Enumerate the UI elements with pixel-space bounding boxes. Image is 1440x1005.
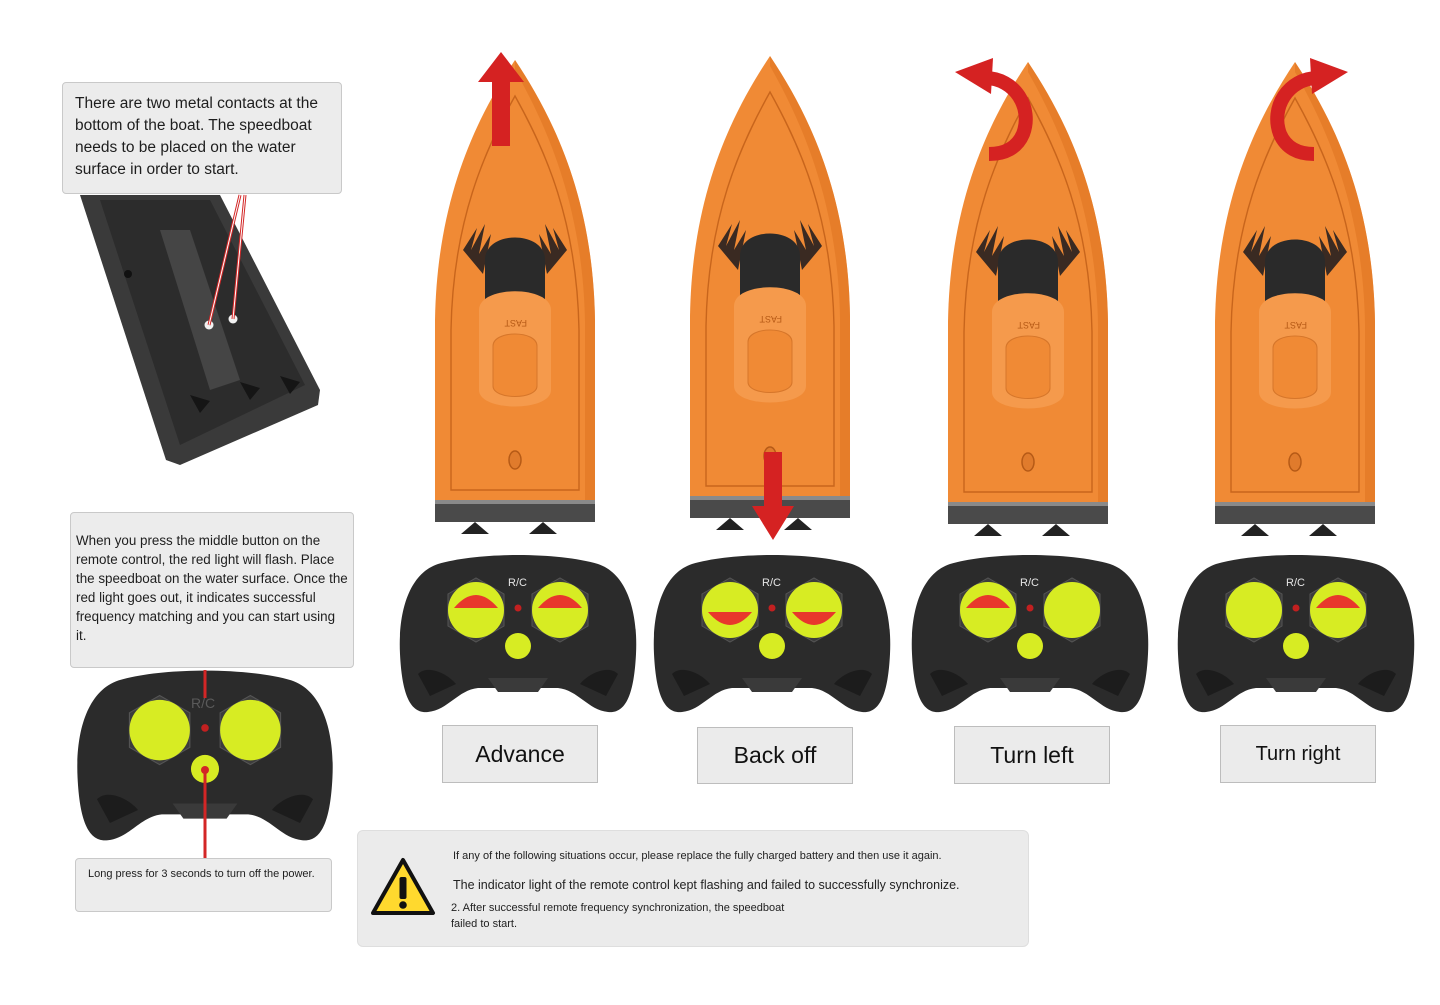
remote-label: R/C (191, 695, 215, 711)
remote-label: R/C (1286, 577, 1305, 589)
warning-line-3: 2. After successful remote frequency syn… (451, 902, 785, 914)
remote-label: R/C (508, 577, 527, 589)
warning-triangle-icon (371, 858, 435, 915)
warning-panel: If any of the following situations occur… (357, 830, 1029, 947)
warning-line-2: The indicator light of the remote contro… (453, 878, 960, 892)
power-off-note: Long press for 3 seconds to turn off the… (75, 858, 332, 912)
turn-left-arrow-icon (955, 58, 1033, 161)
boat-underside-image (80, 194, 320, 465)
label-back-off: Back off (697, 727, 853, 784)
warning-line-1: If any of the following situations occur… (453, 850, 942, 862)
metal-contacts-note: There are two metal contacts at the bott… (62, 82, 342, 194)
turn-right-arrow-icon (1270, 58, 1348, 161)
remote-turn-right: R/C (1177, 554, 1415, 713)
remote-label: R/C (1020, 577, 1039, 589)
label-turn-left: Turn left (954, 726, 1110, 784)
arrow-down-icon (752, 452, 794, 540)
arrow-up-icon (478, 52, 524, 146)
frequency-pairing-note: When you press the middle button on the … (70, 512, 354, 668)
remote-back-off: R/C (653, 554, 891, 713)
label-advance: Advance (442, 725, 598, 783)
remote-power: R/C (76, 670, 334, 870)
remote-advance: R/C (399, 554, 637, 713)
remote-label: R/C (762, 577, 781, 589)
label-turn-right: Turn right (1220, 725, 1376, 783)
remote-turn-left: R/C (911, 554, 1149, 713)
warning-line-4: failed to start. (451, 918, 518, 930)
